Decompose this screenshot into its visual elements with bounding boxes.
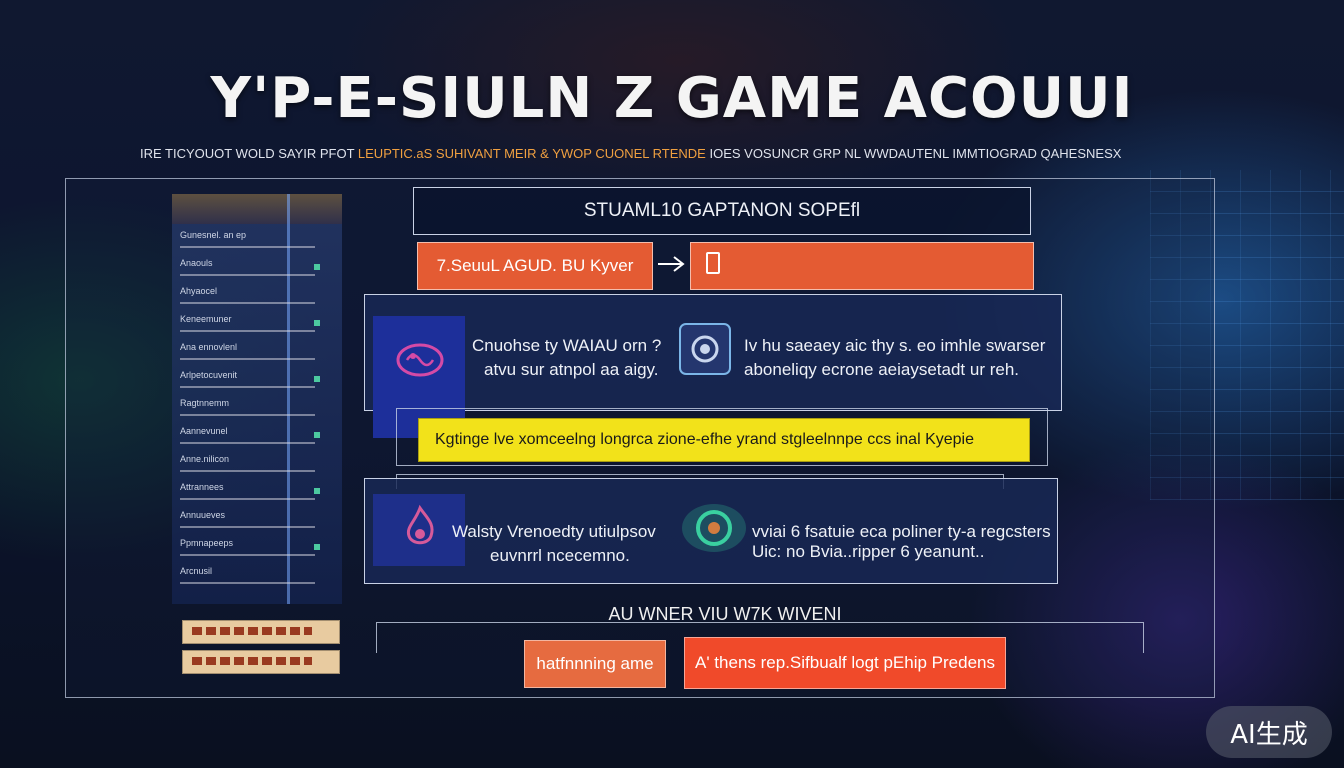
brain-icon <box>396 343 444 377</box>
panel-a-line4: aboneliqy ecrone aeiaysetadt ur reh. <box>744 360 1020 379</box>
list-item-label: Ppmnapeeps <box>180 538 234 548</box>
list-item-label: Anaouls <box>180 258 213 268</box>
list-item-label: Gunesnel. an ep <box>180 230 247 240</box>
list-item[interactable]: Annuueves <box>180 510 330 534</box>
footer-button-right[interactable]: A' thens rep.Sifbualf logt pEhip Predens <box>684 637 1006 689</box>
list-item-label: Ragtnnemm <box>180 398 230 408</box>
list-item[interactable]: Keneemuner <box>180 314 330 338</box>
subtitle-highlight: LEUPTIC.aS SUHIVANT MEIR & YWOP CUONEL R… <box>357 146 706 161</box>
list-item-label: Anne.nilicon <box>180 454 230 464</box>
footer-button-left[interactable]: hatfnnning ame <box>524 640 666 688</box>
subtitle: IRE TICYOUOT WOLD SAYIR PFOT LEUPTIC.aS … <box>140 146 1140 161</box>
subtitle-part1: IRE TICYOUOT WOLD SAYIR PFOT <box>140 146 358 161</box>
list-item[interactable]: Gunesnel. an ep <box>180 230 330 254</box>
panel-a-line1: Cnuohse ty WAIAU orn ? <box>472 336 662 355</box>
yellow-bar-frame <box>396 408 1048 466</box>
footer-label: AU WNER VIU W7K WIVENI <box>608 604 842 624</box>
left-list-panel <box>172 194 342 604</box>
primary-button[interactable]: 7.SeuuL AGUD. BU Kyver <box>417 242 653 290</box>
list-item-label: Keneemuner <box>180 314 232 324</box>
subtitle-part2: IOES VOSUNCR GRP NL WWDAUTENL IMMTIOGRAD… <box>705 146 1122 161</box>
file-icon <box>706 252 720 274</box>
list-item-label: Aannevunel <box>180 426 228 436</box>
status-dot <box>314 544 320 550</box>
chip-pattern <box>192 657 312 665</box>
thumbnail-chip-2[interactable] <box>182 650 340 674</box>
list-item-line <box>180 526 315 528</box>
result-button[interactable] <box>690 242 1034 290</box>
panel-b-line3: vviai 6 fsatuie eca poliner ty-a regcste… <box>752 522 1051 541</box>
highlight-bar[interactable]: Kgtinge lve xomceelng longrca zione-efhe… <box>418 418 1030 462</box>
fire-icon <box>406 504 434 545</box>
list-item-line <box>180 582 315 584</box>
list-divider <box>287 194 290 604</box>
list-item-line <box>180 274 315 276</box>
list-item[interactable]: Ana ennovlenl <box>180 342 330 366</box>
background-grid-decoration <box>1150 170 1344 500</box>
chip-pattern <box>192 627 312 635</box>
panel-b-line2: euvnrrl ncecemno. <box>490 546 630 565</box>
arrow-right-icon <box>658 256 685 272</box>
status-dot <box>314 264 320 270</box>
list-item[interactable]: Ppmnapeeps <box>180 538 330 562</box>
brain-icon-tile <box>373 316 465 438</box>
list-item-label: Ana ennovlenl <box>180 342 238 352</box>
list-item[interactable]: Arlpetocuvenit <box>180 370 330 394</box>
panel-a-line2: atvu sur atnpol aa aigy. <box>484 360 659 379</box>
list-item-label: Arcnusil <box>180 566 213 576</box>
ai-generated-badge: AI生成 <box>1206 706 1332 758</box>
page-title: Y'P-E-SIULN Z GAME ACOUUI <box>210 66 1134 131</box>
status-dot <box>314 376 320 382</box>
status-dot <box>314 432 320 438</box>
panel-b-line1: Walsty Vrenoedty utiulpsov <box>452 522 656 541</box>
section-header: STUAML10 GAPTANON SOPEfl <box>413 187 1031 235</box>
list-item[interactable]: Attrannees <box>180 482 330 506</box>
robot-face-icon <box>679 323 731 375</box>
status-dot <box>314 488 320 494</box>
panel-a-line3: Iv hu saeaey aic thy s. eo imhle swarser <box>744 336 1046 355</box>
status-dot <box>314 320 320 326</box>
list-item-line <box>180 442 315 444</box>
list-item[interactable]: Ragtnnemm <box>180 398 330 422</box>
list-item-line <box>180 554 315 556</box>
list-header <box>172 194 342 224</box>
list-item-line <box>180 386 315 388</box>
list-item[interactable]: Aannevunel <box>180 426 330 450</box>
list-item-line <box>180 330 315 332</box>
list-item[interactable]: Ahyaocel <box>180 286 330 310</box>
list-item-line <box>180 470 315 472</box>
gear-glow-icon <box>682 504 746 552</box>
list-item-line <box>180 358 315 360</box>
thumbnail-chip-1[interactable] <box>182 620 340 644</box>
list-item-line <box>180 302 315 304</box>
list-item[interactable]: Anne.nilicon <box>180 454 330 478</box>
panel-b-line4: Uic: no Bvia..ripper 6 yeanunt.. <box>752 542 985 561</box>
list-item[interactable]: Arcnusil <box>180 566 330 590</box>
list-item-label: Arlpetocuvenit <box>180 370 238 380</box>
list-item-label: Annuueves <box>180 510 226 520</box>
list-item-label: Attrannees <box>180 482 224 492</box>
list-item-line <box>180 414 315 416</box>
list-item-label: Ahyaocel <box>180 286 218 296</box>
list-item[interactable]: Anaouls <box>180 258 330 282</box>
list-item-line <box>180 246 315 248</box>
list-item-line <box>180 498 315 500</box>
footer-frame <box>376 622 1144 653</box>
